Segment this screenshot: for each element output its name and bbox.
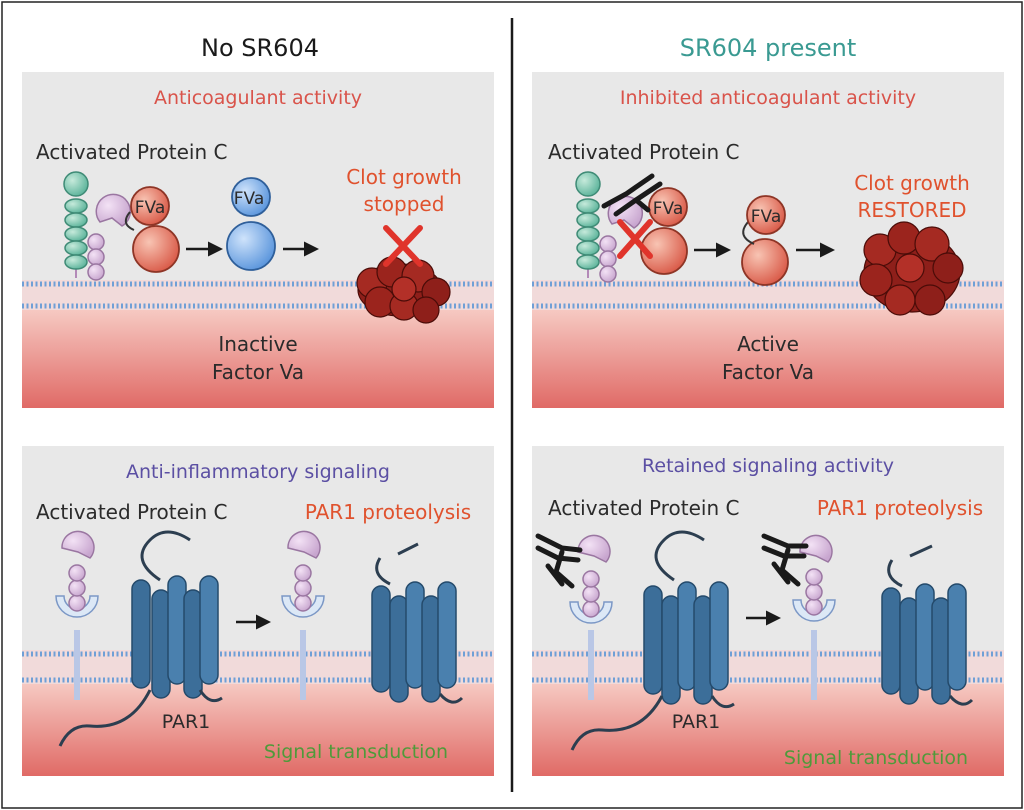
factor-va-bound-icon: FVa <box>640 187 688 275</box>
activated-protein-c-icon <box>575 171 644 283</box>
heading-no-sr604: No SR604 <box>201 34 319 62</box>
factor-state-label: Factor Va <box>722 360 814 384</box>
factor-state-label: Active <box>737 332 799 356</box>
activated-protein-c-label: Activated Protein C <box>548 140 739 164</box>
panel-anticoagulant: Anticoagulant activity Activated Protein… <box>22 72 494 408</box>
panel-title: Anticoagulant activity <box>154 87 362 109</box>
activated-protein-c-label: Activated Protein C <box>36 500 227 524</box>
panel-anti-inflammatory: Anti-inflammatory signaling Activated Pr… <box>22 446 494 776</box>
clot-icon <box>356 256 451 324</box>
panel-title: Retained signaling activity <box>642 455 894 477</box>
clot-icon <box>859 221 964 316</box>
cell-interior <box>532 310 1004 408</box>
fva-label: FVa <box>751 207 782 227</box>
heading-sr604-present: SR604 present <box>680 34 857 62</box>
factor-va-active-icon: FVa <box>741 195 789 286</box>
cell-interior <box>22 310 494 408</box>
fva-label: FVa <box>135 198 166 218</box>
panel-retained-signaling: Retained signaling activity Activated Pr… <box>532 446 1004 776</box>
signal-transduction-label: Signal transduction <box>784 747 968 769</box>
factor-va-inactive-icon: FVa <box>226 177 276 271</box>
par1-proteolysis-label: PAR1 proteolysis <box>817 496 983 520</box>
cell-interior <box>22 684 494 776</box>
panel-title: Inhibited anticoagulant activity <box>620 87 916 109</box>
blocked-x-icon <box>383 225 423 267</box>
activated-protein-c-label: Activated Protein C <box>36 140 227 164</box>
sr604-antibody-icon <box>601 173 663 217</box>
activated-protein-c-icon <box>799 534 833 616</box>
par1-proteolysis-label: PAR1 proteolysis <box>305 500 471 524</box>
fva-label: FVa <box>234 189 265 209</box>
activated-protein-c-icon <box>61 530 95 612</box>
factor-state-label: Factor Va <box>212 360 304 384</box>
panel-title: Anti-inflammatory signaling <box>126 461 390 483</box>
activated-protein-c-icon <box>63 171 132 281</box>
activated-protein-c-icon <box>577 534 611 618</box>
par1-label: PAR1 <box>162 711 211 733</box>
fva-label: FVa <box>653 199 684 219</box>
par1-cleaved-receptor-icon <box>371 542 464 704</box>
factor-state-label: Inactive <box>218 332 297 356</box>
activated-protein-c-icon <box>287 530 321 612</box>
panel-inhibited-anticoagulant: Inhibited anticoagulant activity Activat… <box>532 72 1004 408</box>
par1-receptor-icon <box>58 530 223 747</box>
signal-transduction-label: Signal transduction <box>264 741 448 763</box>
result-label: stopped <box>364 192 445 216</box>
par1-label: PAR1 <box>672 711 721 733</box>
factor-va-bound-icon: FVa <box>124 186 180 273</box>
result-label: Clot growth <box>346 165 462 189</box>
par1-cleaved-receptor-icon <box>881 544 974 706</box>
result-label: RESTORED <box>857 198 966 222</box>
par1-receptor-icon <box>570 530 735 751</box>
blocked-x-icon <box>617 219 653 259</box>
sr604-antibody-icon <box>535 533 583 589</box>
sr604-antibody-icon <box>761 533 809 587</box>
activated-protein-c-label: Activated Protein C <box>548 496 739 520</box>
result-label: Clot growth <box>854 171 970 195</box>
